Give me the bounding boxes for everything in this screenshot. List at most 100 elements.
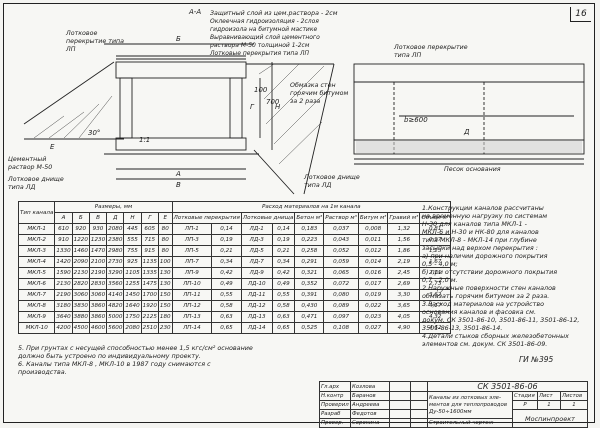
table-cell: 4140 <box>106 289 125 301</box>
table-cell: 4,62 <box>419 322 452 334</box>
table-cell: 4200 <box>54 322 73 334</box>
dim-b-label: Б <box>176 35 181 43</box>
table-cell: МКЛ-8 <box>17 300 56 312</box>
note-line: производства. <box>18 368 67 376</box>
table-cell: 0,027 <box>357 322 389 334</box>
table-cell: 2125 <box>140 311 159 323</box>
table-cell: 4,05 <box>387 311 421 323</box>
table-cell: 0,043 <box>323 234 359 246</box>
table-cell: 4600 <box>88 322 108 334</box>
note-line: должно быть устроено по индивидуальному … <box>18 352 201 360</box>
channel-lid <box>115 61 247 79</box>
table-cell: 1450 <box>123 289 142 301</box>
table-cell: 0,14 <box>211 223 242 235</box>
table-cell: 930 <box>88 223 108 235</box>
table-cell: 0,55 <box>271 289 296 301</box>
table-cell: 0,430 <box>294 300 325 312</box>
table-cell: ЛД-9 <box>240 267 273 279</box>
note-line: засыпки над верхом перекрытия : <box>422 244 538 252</box>
table-cell: 230 <box>157 322 173 334</box>
table-cell: 715 <box>140 234 159 246</box>
lid-label-left: Лотковое перекрытие типа ЛП <box>66 30 125 53</box>
table-cell: 0,65 <box>211 322 242 334</box>
table-cell: 2,45 <box>387 267 421 279</box>
note-line: Н-30 для каналов типа МКЛ-1 - <box>422 220 527 228</box>
callout-line: Оклеечная гидроизоляция - 2слоя <box>210 18 319 25</box>
table-cell: 0,352 <box>294 278 325 290</box>
table-cell: 1230 <box>88 234 108 246</box>
table-cell: 0,525 <box>294 322 325 334</box>
signature-code: ГИ №395 <box>519 355 554 364</box>
table-cell: ЛД-12 <box>240 300 273 312</box>
table-cell: 4,32 <box>419 311 452 323</box>
sheets-label: Листов <box>560 391 588 401</box>
table-cell: 755 <box>123 245 142 257</box>
table-cell: 3640 <box>54 311 73 323</box>
stamp-title: Каналы из лотковых эле- ментов для тепло… <box>427 391 513 419</box>
table-cell: МКЛ-10 <box>17 322 56 334</box>
table-cell: 1255 <box>123 278 142 290</box>
table-cell: 0,19 <box>271 234 296 246</box>
table-cell: 1135 <box>140 256 159 268</box>
stamp-title-line: ментов для теплопроводов <box>429 401 508 408</box>
table-cell: ЛД-5 <box>240 245 273 257</box>
table-cell: 0,55 <box>211 289 242 301</box>
table-cell: 1,32 <box>387 223 421 235</box>
table-cell: 0,080 <box>323 289 359 301</box>
group-header-sizes: Размеры, мм <box>54 201 173 213</box>
channel-bottom <box>115 137 247 151</box>
table-cell: ЛП-7 <box>171 256 213 268</box>
stage-label: Стадия <box>512 391 538 401</box>
table-cell: 3180 <box>54 300 73 312</box>
table-cell: 80 <box>157 245 173 257</box>
longitudinal-lid <box>353 63 585 83</box>
table-cell: 910 <box>54 234 73 246</box>
note-line: 0,7 - 2,0 м. <box>422 276 458 284</box>
note-line: 4.Детали стыков сборных железобетонных <box>422 332 569 340</box>
table-cell: МКЛ-3 <box>17 245 56 257</box>
table-cell: 0,291 <box>294 256 325 268</box>
table-cell: 0,65 <box>271 322 296 334</box>
note-line: б) при отсутствии дорожного покрытия <box>422 268 558 276</box>
table-cell: МКЛ-5 <box>17 267 56 279</box>
table-cell: 0,097 <box>323 311 359 323</box>
table-cell: МКЛ-9 <box>17 311 56 323</box>
table-cell: 0,14 <box>271 223 296 235</box>
table-cell: 1,86 <box>387 245 421 257</box>
table-cell: 3830 <box>71 300 90 312</box>
table-cell: 80 <box>157 223 173 235</box>
table-cell: ЛП-12 <box>171 300 213 312</box>
col-header: Раствор м³ <box>323 212 359 224</box>
dim-1-label: 1:1 <box>139 136 150 144</box>
table-cell: МКЛ-4 <box>17 256 56 268</box>
table-cell: 2830 <box>88 278 108 290</box>
table-cell: 0,58 <box>211 300 242 312</box>
dim-d-label: Д <box>463 128 470 136</box>
table-cell: 2130 <box>71 267 90 279</box>
table-cell: 130 <box>157 267 173 279</box>
dim-100-label: 100 <box>254 86 268 94</box>
callout-line: Лотковые перекрытия типа ЛП <box>210 50 309 57</box>
table-cell: 1640 <box>123 300 142 312</box>
table-cell: 0,072 <box>323 278 359 290</box>
table-cell: 1700 <box>140 289 159 301</box>
note-line: обмазать горячим битумом за 2 раза. <box>422 292 550 300</box>
table-cell: 2510 <box>140 322 159 334</box>
table-cell: 3880 <box>71 311 90 323</box>
table-cell: 0,023 <box>357 311 389 323</box>
col-header: Битум м³ <box>357 212 389 224</box>
stamp-code: СК 3501-86-06 <box>427 381 588 392</box>
table-cell: 0,58 <box>271 300 296 312</box>
stamp-role: Гл.арх <box>319 381 351 392</box>
col-header: Гравий м³ <box>387 212 421 224</box>
table-cell: 1920 <box>140 300 159 312</box>
dim-g-label: Г <box>250 103 255 111</box>
table-cell: 2090 <box>71 256 90 268</box>
table-cell: 2380 <box>106 234 125 246</box>
table-cell: ЛП-14 <box>171 322 213 334</box>
table-cell: 1460 <box>71 245 90 257</box>
dim-e2-label: Е <box>50 143 55 151</box>
table-cell: 2,19 <box>387 256 421 268</box>
table-cell: 0,065 <box>323 267 359 279</box>
